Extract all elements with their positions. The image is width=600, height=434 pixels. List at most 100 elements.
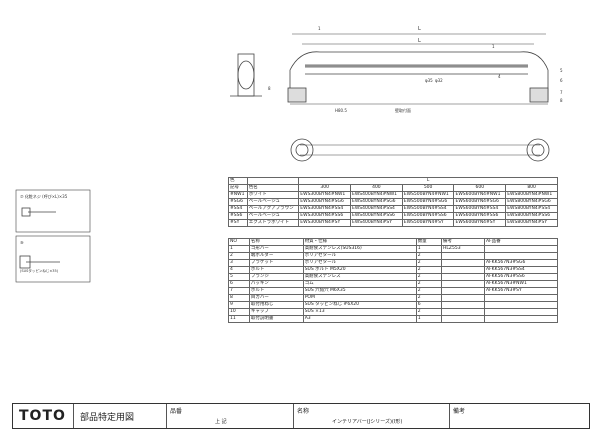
parts-row-cell: AFKK567N3#NW1 [484, 280, 558, 288]
size-row-cell: EWS800BYN4#SG6 [505, 198, 558, 206]
svg-text:φ35: φ35 [425, 78, 433, 83]
size-row-cell: EWS500BYN4#SS6 [401, 212, 455, 220]
parts-row-cell: 9 [228, 301, 250, 309]
parts-row-cell: 目カバー [248, 294, 304, 302]
size-row-cell: EWS400BYN4#SY [350, 219, 403, 227]
note-label: 備考 [453, 408, 466, 415]
parts-header-af: AF品番 [484, 238, 558, 246]
parts-row-cell: 取付説明書 [248, 315, 304, 323]
parts-row-cell: 8 [228, 294, 250, 302]
size-header-L: L [298, 177, 558, 185]
parts-row-cell [441, 301, 485, 309]
parts-row-cell: 1 [228, 245, 250, 253]
size-row-cell: #NW1 [228, 191, 248, 199]
parts-header-material: 材質・仕様 [302, 238, 417, 246]
parts-header-qty: 数量 [415, 238, 443, 246]
parts-row-cell: 2 [415, 259, 443, 267]
parts-header-name: 名称 [248, 238, 304, 246]
parts-row-cell [441, 280, 485, 288]
parts-row-cell: HLZ553 [441, 245, 485, 253]
dim-L1-label: L [418, 38, 421, 44]
parts-row-cell [441, 252, 485, 260]
size-row-cell: ホワイト [246, 191, 300, 199]
parts-row-cell: 2 [415, 287, 443, 295]
parts-row-cell: 高耐食ステンレス(SUS316) [302, 245, 417, 253]
size-row-cell: EWS600BYN4#SS6 [453, 212, 507, 220]
parts-row-cell: AFKK567N3#SG6 [484, 259, 558, 267]
parts-row-cell [484, 294, 558, 302]
parts-row-cell: 2 [228, 252, 250, 260]
parts-row-cell: 1 [415, 315, 443, 323]
size-row-cell: EWS400BYN4#NW1 [350, 191, 403, 199]
size-row-cell: #SY [228, 219, 248, 227]
parts-table-header: NO 名称 材質・仕様 数量 備考 AF品番 [228, 238, 558, 246]
size-row-cell: ペールアクアブラウン [246, 205, 300, 213]
size-header-color: 色 [228, 177, 248, 185]
parts-row-cell: 2 [415, 280, 443, 288]
size-row-cell: #SS4 [228, 205, 248, 213]
parts-row-cell: ゴム [302, 280, 417, 288]
svg-text:8: 8 [268, 86, 271, 91]
size-row-cell: EWS300BYN4#SS4 [298, 205, 352, 213]
parts-row-cell: 6 [415, 301, 443, 309]
parts-row-cell: 2 [415, 294, 443, 302]
parts-row-cell: 7 [228, 287, 250, 295]
parts-row-cell: SUS ボルト M5X20 [302, 266, 417, 274]
size-row-cell: ペールベージュ [246, 212, 300, 220]
dim-L-label: L [418, 26, 421, 32]
parts-row-cell: SUS タッピンねじ #6X20 [302, 301, 417, 309]
parts-row-cell: ゴ形バー [248, 245, 304, 253]
parts-row-cell: ボルト [248, 266, 304, 274]
size-row-cell: EWS300BYN4#SS6 [298, 212, 352, 220]
parts-row-cell: ブラケット [248, 259, 304, 267]
parts-row-cell: AFKK567N3#SY [484, 287, 558, 295]
doctype-cell: 部品特定用図 [74, 404, 167, 428]
size-header-600: 600 [453, 184, 507, 192]
size-row-cell: EWS800BYN4#NW1 [505, 191, 558, 199]
size-header-blank [246, 177, 300, 185]
svg-text:(SUSタッピンねじ×35): (SUSタッピンねじ×35) [20, 268, 59, 273]
size-row-cell: EWS300BYN4#NW1 [298, 191, 352, 199]
parts-row-cell: SUS 六角穴 M6X35 [302, 287, 417, 295]
parts-row-cell: SUS ×13 [302, 308, 417, 316]
parts-row-cell [441, 266, 485, 274]
parts-row-cell: 取付用ねじ [248, 301, 304, 309]
svg-text:H80.5: H80.5 [335, 108, 347, 113]
size-header-800: 800 [505, 184, 558, 192]
svg-text:5: 5 [560, 68, 563, 73]
size-header-colorname: 色名 [246, 184, 300, 192]
parts-row-cell [441, 308, 485, 316]
doc-type: 部品特定用図 [80, 413, 135, 423]
parts-row-cell: 11 [228, 315, 250, 323]
parts-row-cell: 2 [415, 308, 443, 316]
parts-row-cell [484, 301, 558, 309]
parts-row-cell: 6 [228, 280, 250, 288]
size-table-header1: 色 L [228, 177, 558, 185]
name-value: インテリアバー(Jシリーズ)(I形) [332, 419, 403, 425]
svg-text:7: 7 [560, 90, 563, 95]
size-row-cell: #SG6 [228, 198, 248, 206]
size-header-500: 500 [401, 184, 455, 192]
size-row-cell: EWS500BYN4#SG6 [401, 198, 455, 206]
parts-row-cell: POM [302, 294, 417, 302]
parts-row-cell [441, 294, 485, 302]
parts-row-cell: A3 [302, 315, 417, 323]
parts-row-cell: 2 [415, 252, 443, 260]
parts-header-note: 備考 [441, 238, 485, 246]
parts-row-cell: 5 [228, 273, 250, 281]
detail-item9: ⑨ [20, 240, 24, 245]
parts-row-cell: フランジ [248, 273, 304, 281]
size-row-cell: EWS500BYN4#SY [401, 219, 455, 227]
